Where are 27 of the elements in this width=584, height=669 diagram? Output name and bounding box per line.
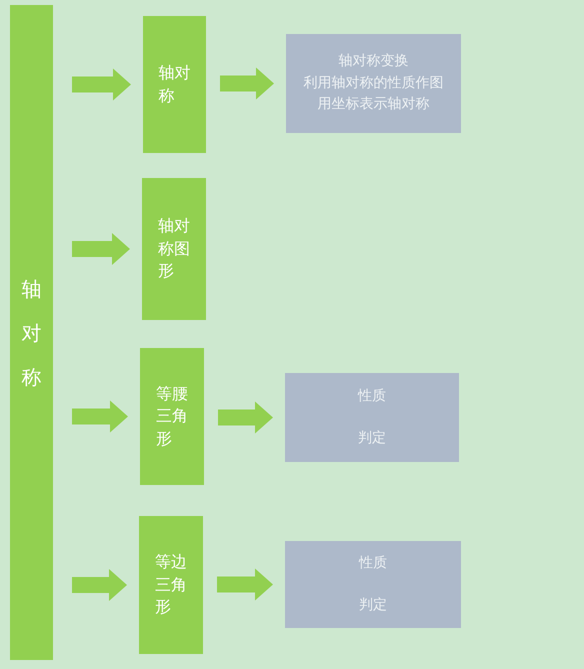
topic-box xyxy=(139,516,203,654)
block-arrow xyxy=(72,233,130,265)
content-item: 判定 xyxy=(358,428,386,448)
block-arrow xyxy=(72,400,128,432)
vertical-title: 轴对称 xyxy=(22,276,42,390)
topic-box xyxy=(140,348,204,485)
topic-box xyxy=(142,178,206,320)
block-arrow xyxy=(72,68,131,100)
topic-label: 轴对称 xyxy=(158,62,190,106)
content-item: 判定 xyxy=(359,596,387,614)
block-arrow xyxy=(72,569,127,601)
topic-bar xyxy=(10,5,53,660)
topic-label: 轴对称图形 xyxy=(158,215,190,282)
block-arrow xyxy=(218,402,273,434)
content-item: 用坐标表示轴对称 xyxy=(318,95,430,114)
content-box xyxy=(286,34,461,133)
topic-label: 等腰三角形 xyxy=(156,382,188,450)
content-box xyxy=(285,541,461,628)
content-item: 性质 xyxy=(358,386,386,406)
topic-box xyxy=(143,16,206,153)
content-item: 轴对称变换 xyxy=(338,52,408,72)
block-arrow xyxy=(217,568,273,600)
topic-label: 等边三角形 xyxy=(155,551,187,618)
content-item: 性质 xyxy=(359,554,387,573)
block-arrow xyxy=(220,68,274,100)
content-item: 利用轴对称的性质作图 xyxy=(304,74,444,93)
content-box xyxy=(285,373,459,462)
